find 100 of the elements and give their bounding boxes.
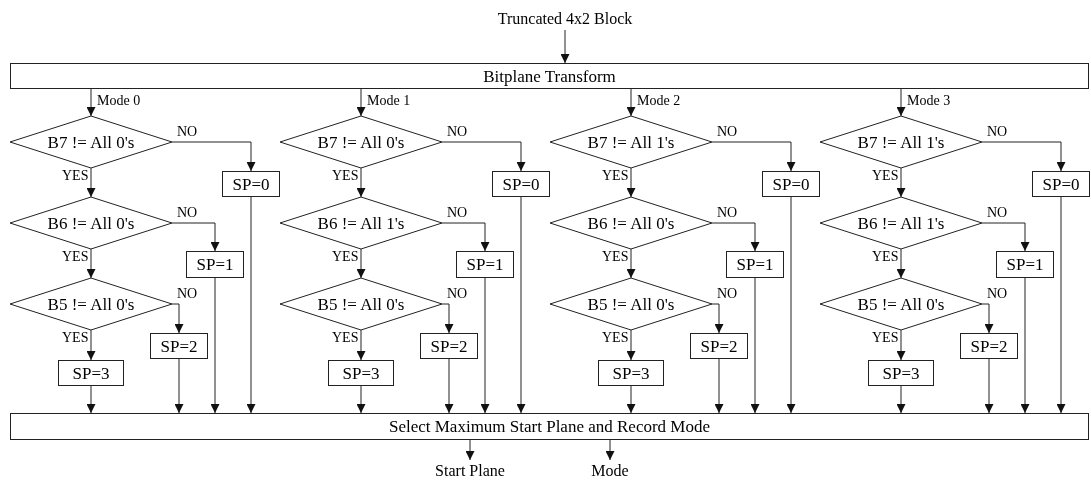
arrow: [711, 303, 724, 334]
arrow: [1020, 277, 1030, 414]
decision-diamond: [820, 278, 982, 330]
arrow: [1056, 196, 1066, 414]
process-box: [492, 171, 550, 197]
node-text: SP=1: [1006, 256, 1044, 273]
edge-label: NO: [716, 125, 739, 139]
node-text: SP=3: [342, 364, 380, 382]
process-box: [762, 171, 820, 197]
edge-label: YES: [871, 250, 900, 264]
arrow: [171, 303, 184, 334]
condition-text: B5 != All 0's: [857, 295, 945, 313]
edge-label: YES: [61, 169, 90, 183]
process-box: [420, 333, 478, 359]
decision-diamond: [10, 278, 172, 330]
edge-label: YES: [61, 331, 90, 345]
process-box: [150, 333, 208, 359]
arrow: [626, 385, 636, 414]
arrow: [356, 385, 366, 414]
condition-text: B7 != All 0's: [47, 133, 135, 151]
arrow: [626, 248, 636, 279]
edge-label: NO: [446, 206, 469, 220]
arrow: [86, 248, 96, 279]
edge-label: YES: [871, 169, 900, 183]
condition-text: B6 != All 1's: [317, 214, 405, 232]
arrow: [441, 303, 454, 334]
arrow: [626, 167, 636, 198]
condition-text: B7 != All 1's: [587, 133, 675, 151]
arrow: [86, 329, 96, 361]
process-box: [456, 251, 514, 278]
node-text: Bitplane Transform: [483, 67, 616, 85]
edge-label: NO: [986, 125, 1009, 139]
arrow: [984, 358, 994, 414]
arrow: [711, 222, 760, 252]
arrow: [86, 385, 96, 414]
arrow: [465, 439, 475, 461]
arrow: [441, 141, 526, 172]
process-box: [58, 360, 124, 386]
arrow: [981, 222, 1030, 252]
edge-label: NO: [986, 206, 1009, 220]
decision-diamond: [550, 197, 712, 249]
arrow: [516, 196, 526, 414]
arrow: [711, 141, 796, 172]
edge-label: YES: [871, 331, 900, 345]
arrow: [750, 277, 760, 414]
process-box: [598, 360, 664, 386]
edge-label: YES: [331, 331, 360, 345]
node-text: SP=1: [196, 256, 234, 273]
edge-label: YES: [601, 250, 630, 264]
arrow: [171, 141, 256, 172]
arrow: [444, 358, 454, 414]
edge-label: NO: [716, 206, 739, 220]
decision-diamond: [820, 116, 982, 168]
arrow: [981, 303, 994, 334]
node-text: SP=2: [970, 337, 1008, 355]
condition-text: B5 != All 0's: [317, 295, 405, 313]
arrow: [981, 141, 1066, 172]
decision-diamond: [280, 116, 442, 168]
process-box: [960, 333, 1018, 359]
arrow: [605, 439, 615, 461]
node-text: Select Maximum Start Plane and Record Mode: [388, 418, 710, 435]
condition-text: B5 != All 0's: [47, 295, 135, 313]
process-box: [186, 251, 244, 278]
edge-label: NO: [446, 125, 469, 139]
decision-diamond: [820, 197, 982, 249]
condition-text: B6 != All 0's: [587, 214, 675, 232]
condition-text: B6 != All 1's: [857, 214, 945, 232]
edge-label: YES: [601, 331, 630, 345]
process-box: [328, 360, 394, 386]
node-text: Start Plane: [435, 463, 505, 479]
process-box: [868, 360, 934, 386]
arrow: [626, 329, 636, 361]
arrow: [86, 167, 96, 198]
arrow: [896, 88, 906, 117]
edge-label: NO: [176, 125, 199, 139]
node-text: SP=2: [430, 337, 468, 355]
node-text: Mode: [591, 463, 629, 479]
decision-diamond: [280, 278, 442, 330]
node-text: SP=2: [700, 337, 738, 355]
node-text: Truncated 4x2 Block: [497, 11, 633, 27]
decision-diamond: [550, 278, 712, 330]
arrow: [441, 222, 490, 252]
arrow: [786, 196, 796, 414]
arrow: [86, 88, 96, 117]
arrow: [356, 167, 366, 198]
edge-label: YES: [331, 250, 360, 264]
process-box: [690, 333, 748, 359]
node-text: SP=0: [772, 175, 810, 193]
condition-text: B7 != All 1's: [857, 133, 945, 151]
node-text: SP=0: [1042, 175, 1080, 193]
arrow: [896, 385, 906, 414]
process-box: [726, 251, 784, 278]
process-box: [222, 171, 280, 197]
node-text: SP=0: [502, 175, 540, 193]
edge-label: NO: [176, 206, 199, 220]
edge-label: YES: [61, 250, 90, 264]
edge-label: Mode 0: [96, 94, 142, 108]
process-box: [996, 251, 1054, 278]
arrow: [356, 88, 366, 117]
decision-diamond: [10, 116, 172, 168]
